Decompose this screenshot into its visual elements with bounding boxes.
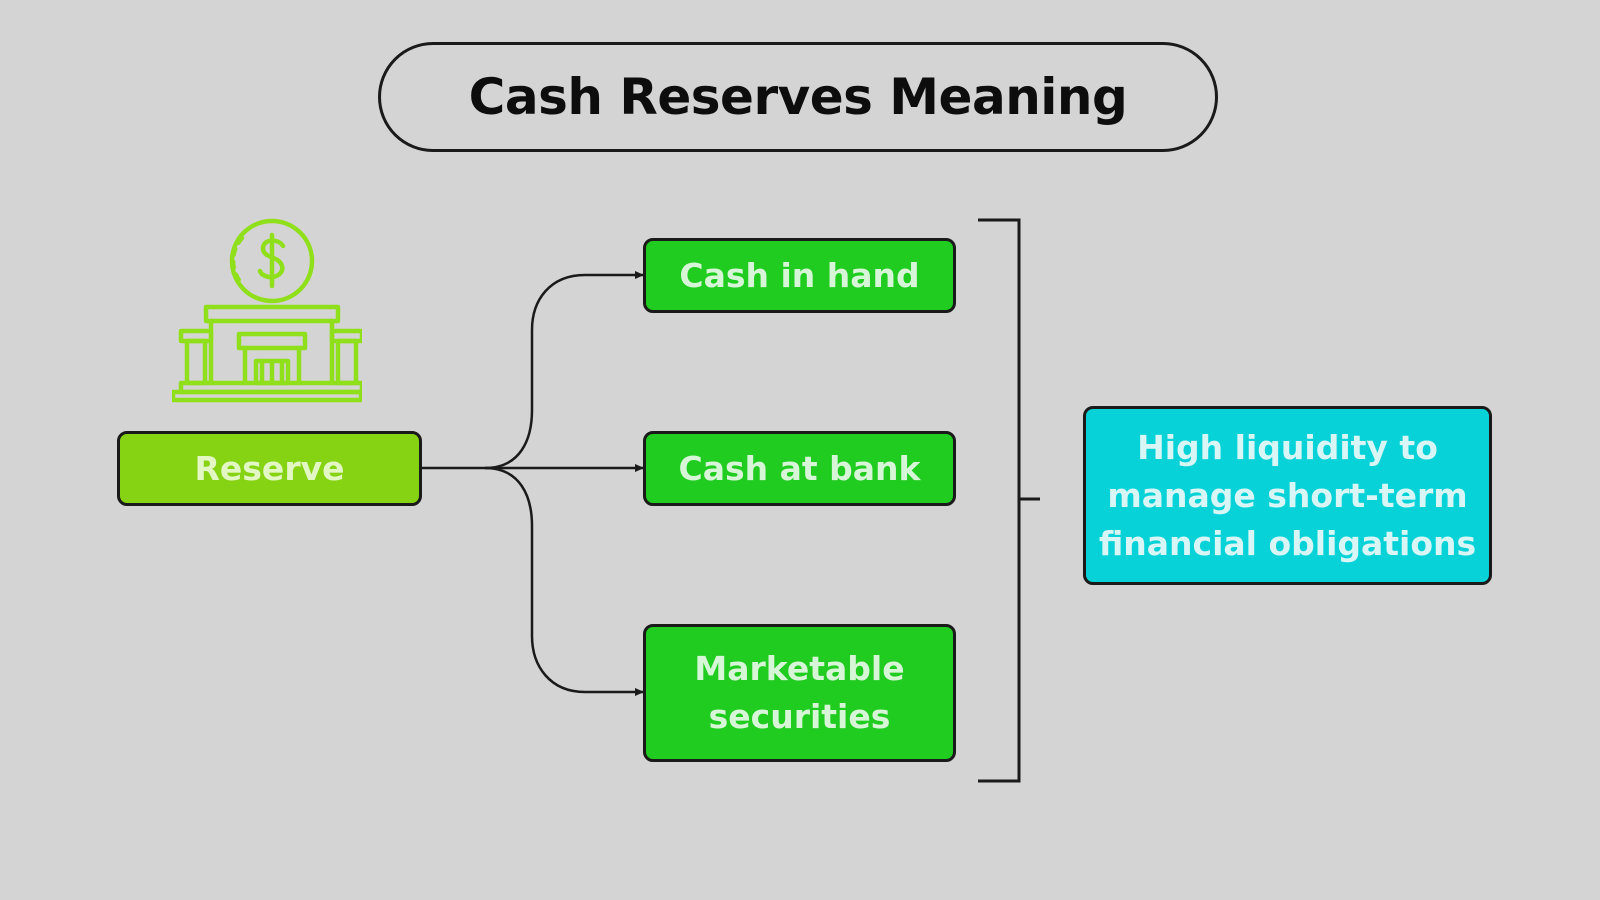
bank-dollar-icon xyxy=(172,218,362,403)
component-cash-in-hand: Cash in hand xyxy=(643,238,956,313)
reserve-box: Reserve xyxy=(117,431,422,506)
outcome-box: High liquidity to manage short-term fina… xyxy=(1083,406,1492,585)
grouping-bracket xyxy=(978,218,1021,783)
component-label: Cash in hand xyxy=(679,255,920,295)
connector-to-cash-in-hand xyxy=(484,271,644,470)
component-marketable-securities: Marketable securities xyxy=(643,624,956,762)
connector-to-marketable-securities xyxy=(484,466,644,696)
page-title: Cash Reserves Meaning xyxy=(468,68,1128,126)
component-cash-at-bank: Cash at bank xyxy=(643,431,956,506)
outcome-label: High liquidity to manage short-term fina… xyxy=(1098,427,1477,563)
component-label: Cash at bank xyxy=(678,448,921,488)
component-label: Marketable securities xyxy=(694,649,905,736)
title-pill: Cash Reserves Meaning xyxy=(378,42,1218,152)
reserve-label: Reserve xyxy=(194,449,345,488)
